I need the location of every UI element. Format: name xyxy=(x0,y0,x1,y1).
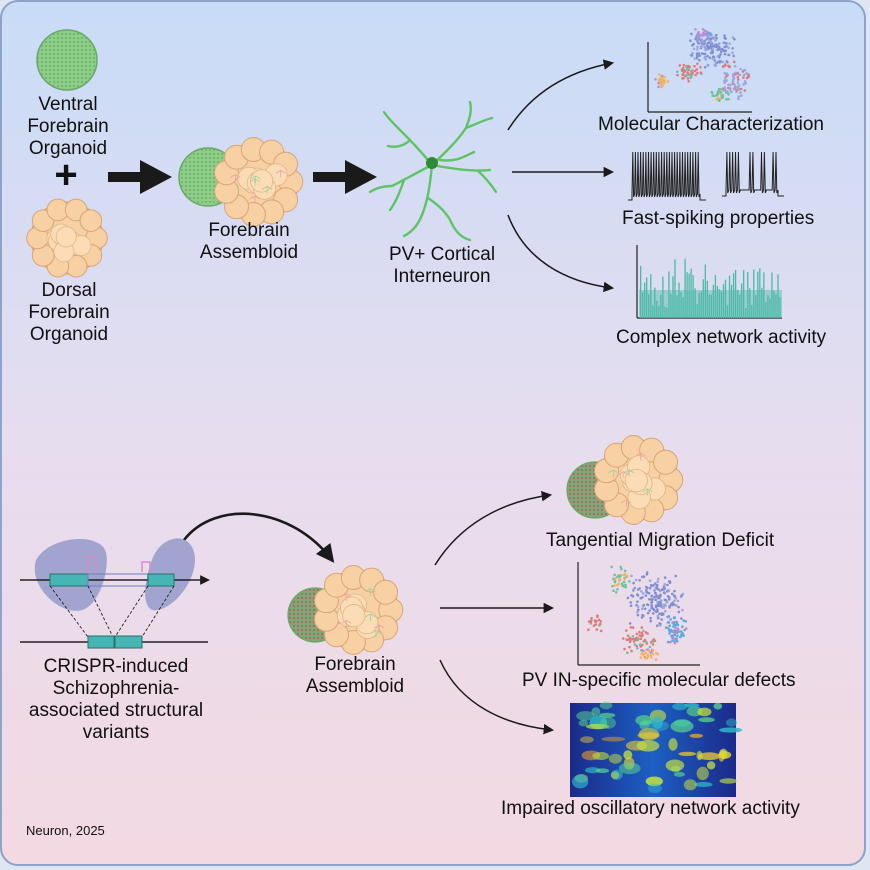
oscillatory-label: Impaired oscillatory network activity xyxy=(501,798,800,819)
forebrain-assembloid-icon xyxy=(178,137,304,227)
migration-deficit-assembloid-icon xyxy=(566,435,684,525)
interneuron-line-2: Interneuron xyxy=(393,266,491,287)
assembloid-bottom-label: Forebrain Assembloid xyxy=(300,654,410,698)
dorsal-organoid-label: Dorsal Forebrain Organoid xyxy=(14,280,124,346)
forebrain-assembloid-bottom-icon xyxy=(287,565,404,655)
spike-traces xyxy=(628,151,784,201)
ventral-organoid-icon xyxy=(36,29,98,91)
assembloid-bottom-line-2: Assembloid xyxy=(305,676,405,697)
assembloid-bottom-line-1: Forebrain xyxy=(314,654,396,675)
network-activity-label: Complex network activity xyxy=(616,327,827,348)
fast-spiking-label: Fast-spiking properties xyxy=(622,208,815,229)
molecular-characterization-label: Molecular Characterization xyxy=(598,114,824,135)
crispr-line-4: variants xyxy=(82,722,150,743)
dorsal-label-line-2: Forebrain xyxy=(28,302,110,323)
output-arrows-bottom xyxy=(434,490,555,735)
oscillation-heatmap xyxy=(570,701,743,797)
ventral-label-line-3: Organoid xyxy=(28,138,108,159)
assembloid-top-line-1: Forebrain xyxy=(208,220,290,241)
crispr-line-1: CRISPR-induced xyxy=(43,656,189,677)
umap-plot-top xyxy=(647,27,752,113)
migration-deficit-label: Tangential Migration Deficit xyxy=(546,530,775,551)
assembloid-top-label: Forebrain Assembloid xyxy=(184,220,314,264)
flow-arrow-1 xyxy=(108,160,172,194)
molecular-defects-label: PV IN-specific molecular defects xyxy=(522,670,796,691)
plus-sign: + xyxy=(54,153,78,197)
assembloid-top-line-2: Assembloid xyxy=(199,242,299,263)
dorsal-organoid-icon xyxy=(26,198,108,278)
pv-interneuron-icon xyxy=(368,100,498,242)
umap-plot-bottom xyxy=(577,562,700,666)
ventral-label-line-2: Forebrain xyxy=(27,116,109,137)
flow-arrow-2 xyxy=(313,160,377,194)
crispr-line-3: associated structural xyxy=(28,700,204,721)
interneuron-line-1: PV+ Cortical xyxy=(388,244,496,265)
interneuron-label: PV+ Cortical Interneuron xyxy=(372,244,512,288)
citation: Neuron, 2025 xyxy=(26,823,105,838)
output-arrows-top xyxy=(507,59,615,293)
ventral-organoid-label: Ventral Forebrain Organoid xyxy=(18,94,118,160)
network-activity-plot xyxy=(636,245,782,319)
ventral-label-line-1: Ventral xyxy=(38,94,98,115)
structural-variant-schematic xyxy=(20,538,210,649)
dorsal-label-line-3: Organoid xyxy=(29,324,109,345)
crispr-label: CRISPR-induced Schizophrenia- associated… xyxy=(16,656,216,744)
curved-arrow-sv xyxy=(182,512,335,563)
dorsal-label-line-1: Dorsal xyxy=(41,280,97,301)
crispr-line-2: Schizophrenia- xyxy=(52,678,180,699)
